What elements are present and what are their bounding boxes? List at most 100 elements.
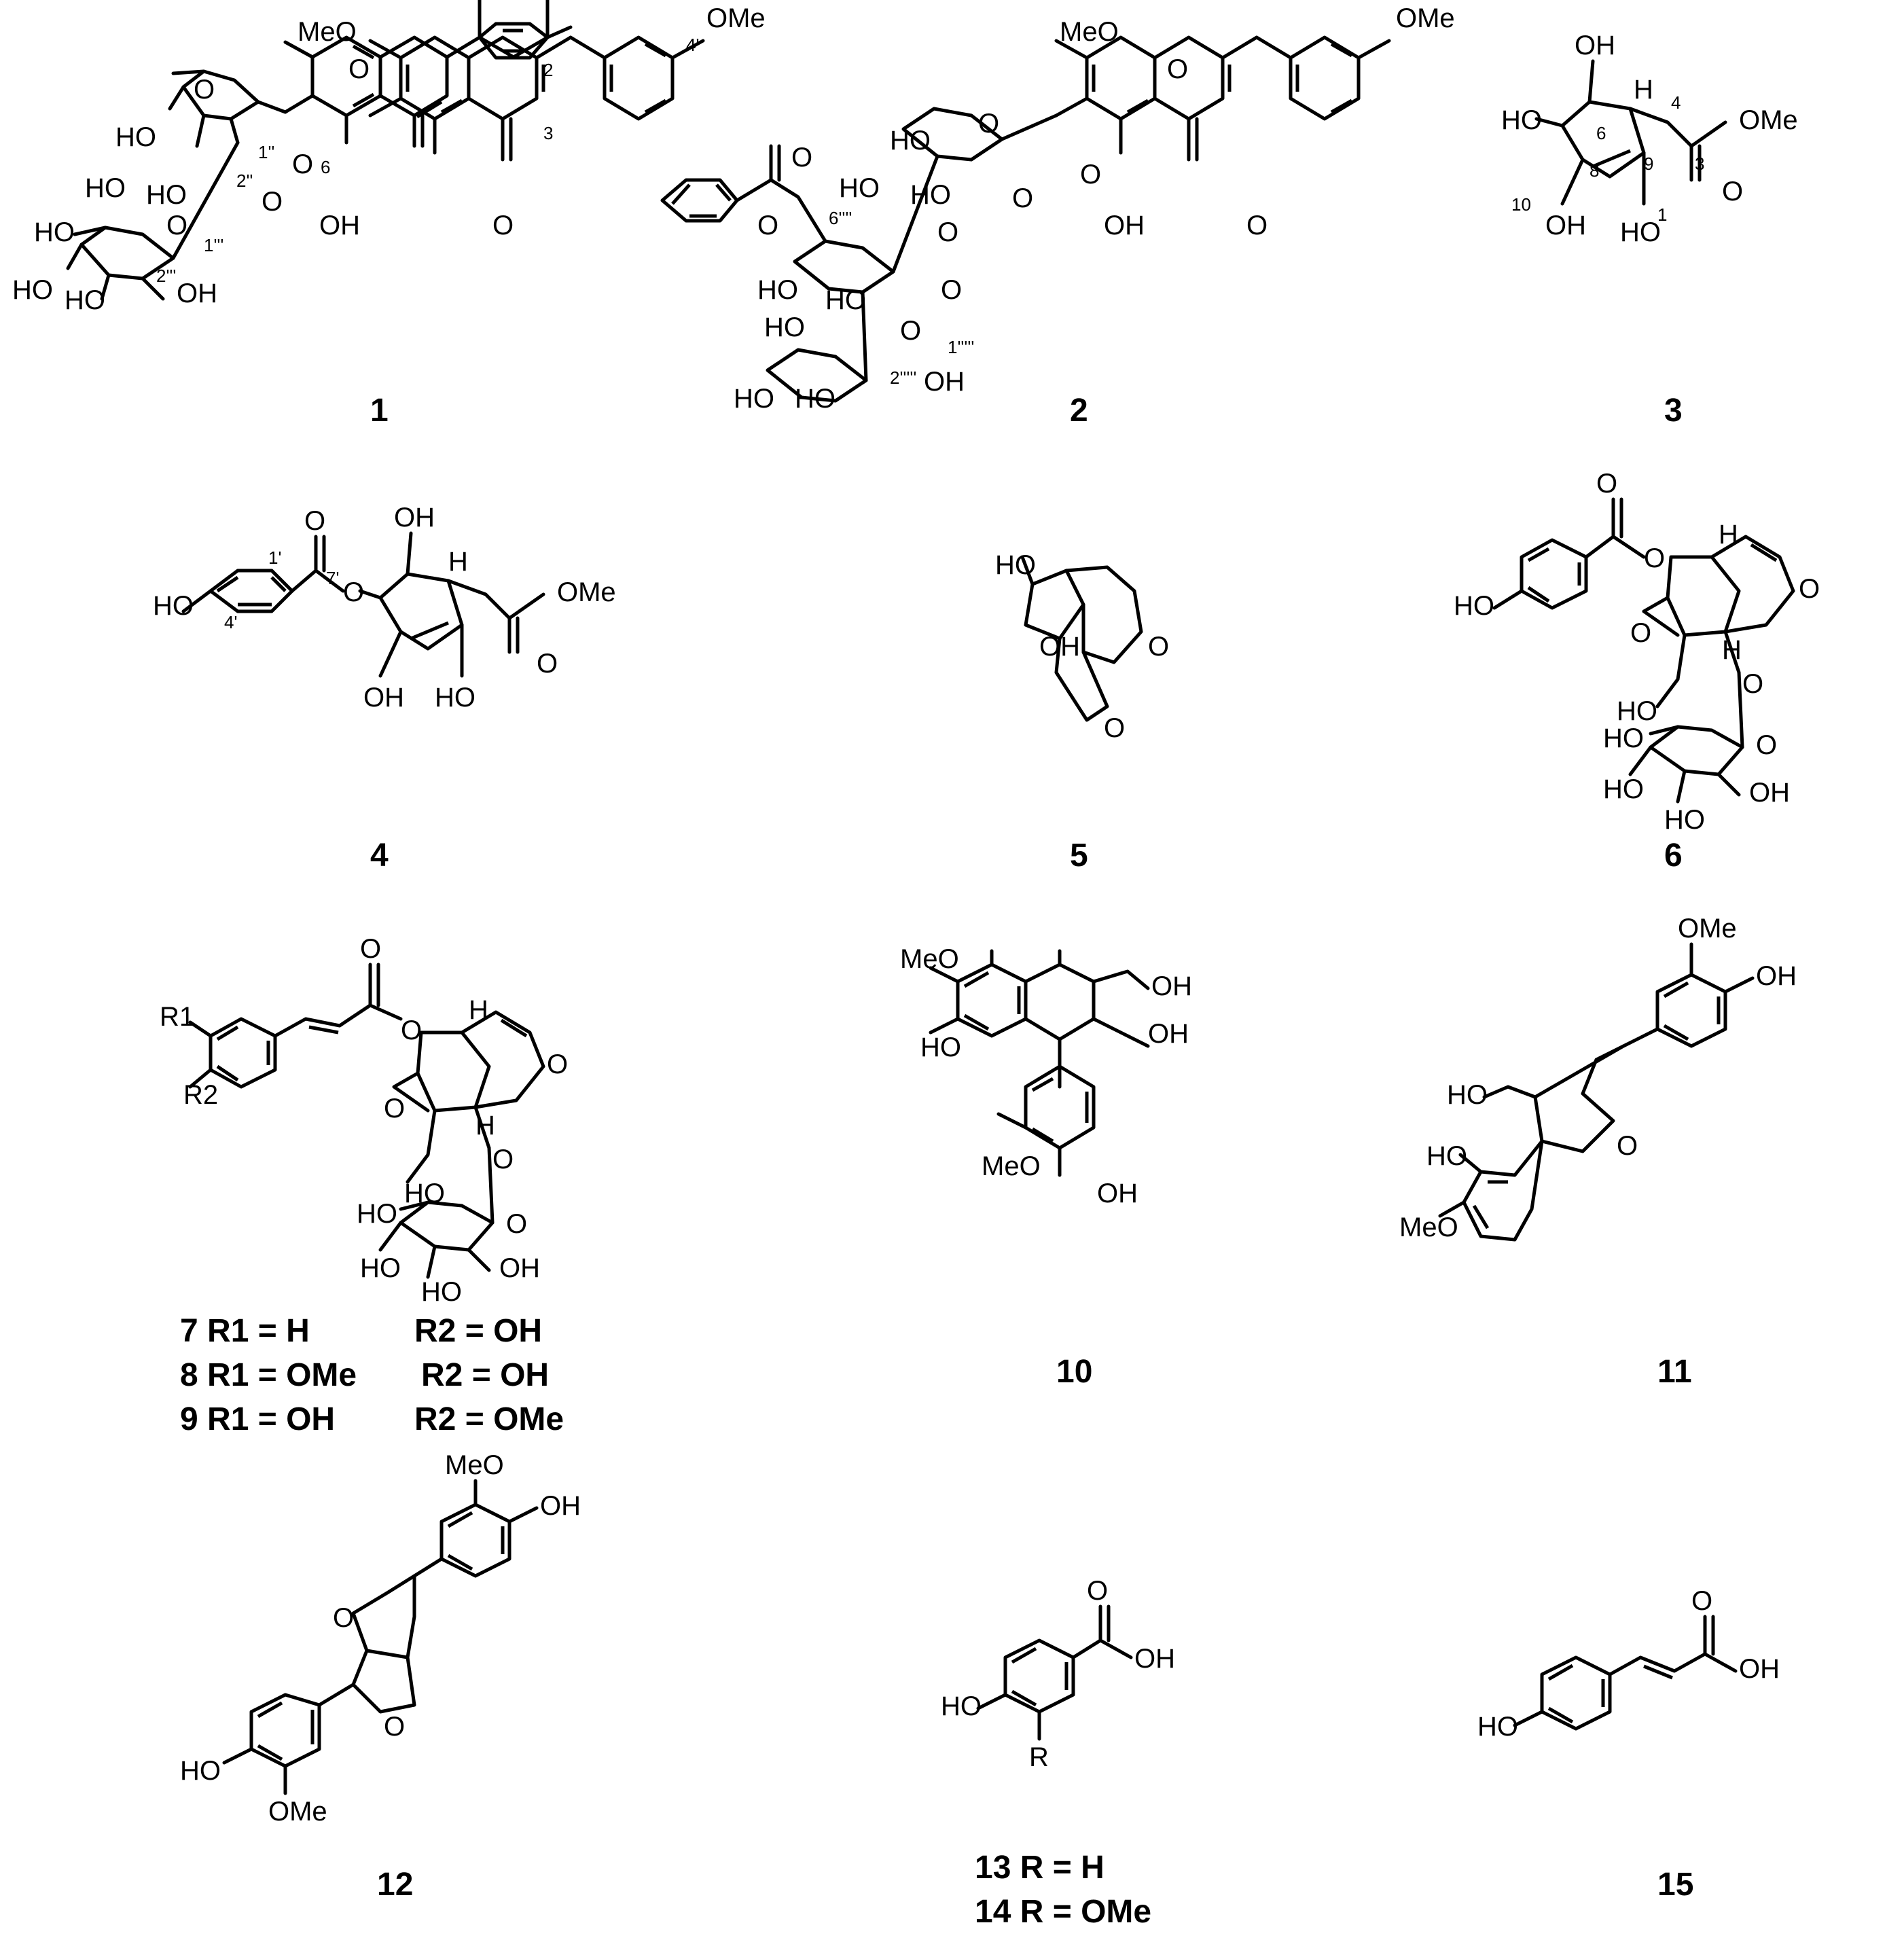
compound-15-ho-label: HO (1477, 1712, 1518, 1742)
compound-7-9-oh-2pp-label: OH (499, 1253, 540, 1283)
compound-5-id: 5 (1070, 838, 1088, 874)
compound-5-structure: HO OH O O (995, 550, 1169, 743)
compound-10-oh-bottom-label: OH (1097, 1179, 1138, 1208)
compound-7-substituents-r1: 7 R1 = H (180, 1313, 310, 1349)
compound-11-oh-label: OH (1756, 961, 1797, 991)
compound-4-num-7p: 7' (326, 568, 339, 588)
compound-4-ome-label: OMe (557, 577, 616, 607)
compound-1-id: 1 (370, 393, 389, 429)
compound-6-h-bottom-label: H (1722, 635, 1742, 665)
compound-7-9-carbonyl-o-label: O (360, 934, 381, 964)
compound-11-structure: OMe OH HO O HO MeO (1399, 914, 1797, 1242)
compound-6-ho-10-label: HO (1617, 696, 1657, 726)
compound-7-9-ester-o-label: O (401, 1016, 422, 1045)
compound-7-9-ho-3pp-label: HO (421, 1277, 462, 1307)
compound-1-ho-4pp-label: HO (85, 173, 126, 203)
compound-6-ho-6pp-label: HO (1603, 723, 1644, 753)
compound-2-glc-c-ring-o-label: O (900, 316, 921, 346)
compound-11-ho-9-label: HO (1447, 1080, 1488, 1110)
compound-3-num-4: 4 (1671, 92, 1681, 113)
compound-3-structure: OH HO H OMe O OH HO 6 4 3 8 9 10 1 (1501, 31, 1798, 247)
compound-2-glc-a-ring-o-label: O (978, 109, 999, 139)
compound-7-9-ho-6pp-label: HO (357, 1199, 397, 1229)
compound-15-id: 15 (1657, 1867, 1693, 1903)
compound-2-glycosidic-o-2-label: O (941, 275, 962, 305)
compound-2-ho-3a-label: HO (910, 180, 951, 210)
compound-7-9-ho-10-label: HO (404, 1179, 445, 1208)
compound-11-ome-label: OMe (1678, 914, 1737, 944)
compound-12-ho-bottom-label: HO (180, 1756, 221, 1786)
compound-2-structure: MeO OMe OH O O O HO HO HO O O O O O HO H… (660, 3, 1455, 414)
compound-2-ether-o-label: O (1080, 160, 1101, 190)
compound-12-id: 12 (377, 1867, 413, 1903)
compound-7-9-structure: R1 R2 O O H O O H HO O O HO HO HO OH (160, 934, 568, 1307)
compound-2-ho-4b-label: HO (757, 275, 798, 305)
compound-1-num-2ppp: 2''' (156, 266, 176, 286)
compound-6-ho-label: HO (1454, 591, 1494, 621)
compound-2-ring-o-label: O (1167, 54, 1188, 84)
compound-14-substituent: 14 R = OMe (975, 1894, 1151, 1930)
compound-2-ho-6a-label: HO (890, 126, 931, 156)
compound-7-9-r1-label: R1 (160, 1002, 194, 1032)
compound-2-num-6pppp: 6'''' (829, 208, 852, 228)
compound-4-carbonyl-o2-label: O (537, 649, 558, 679)
compound-6-ester-o-label: O (1644, 543, 1665, 573)
compound-12-oh-top-label: OH (540, 1491, 581, 1521)
compound-5-ho-label: HO (995, 550, 1036, 580)
compound-1-glc-ring-o-label: O (194, 75, 215, 105)
compound-7-9-h-top-label: H (469, 995, 488, 1025)
compound-12-meo-top-label: MeO (445, 1450, 504, 1480)
compound-1-structure: MeO O OMe OH O O HO HO HO O O HO HO HO O… (12, 0, 766, 315)
compound-2-carbonyl-o-label: O (1246, 211, 1268, 240)
compound-1-ome-4p-label: OMe (706, 3, 766, 33)
compound-4-structure: HO O O OH H OMe O OH HO 1' 7' 4' (153, 503, 616, 713)
compound-9-substituents-r2: R2 = OMe (414, 1401, 564, 1437)
compound-6-id: 6 (1664, 838, 1683, 874)
compound-10-meo-bottom-label: MeO (982, 1151, 1041, 1181)
compound-10-id: 10 (1056, 1354, 1092, 1390)
compound-7-9-h-bottom-label: H (475, 1111, 495, 1140)
compound-3-ho-7-label: HO (1501, 105, 1542, 135)
compound-10-oh-lower-label: OH (1148, 1019, 1189, 1049)
compound-7-9-glycosidic-o-label: O (492, 1145, 514, 1174)
compound-2-id: 2 (1070, 393, 1088, 429)
compound-12-structure: MeO OH O O HO OMe (180, 1450, 581, 1827)
compound-10-structure: MeO HO OH OH MeO OH (900, 944, 1192, 1208)
compound-1-num-1pp: 1'' (258, 142, 274, 162)
compound-15-structure: O OH HO (1477, 1586, 1780, 1742)
compound-6-glycosidic-o-label: O (1742, 669, 1763, 699)
compound-3-id: 3 (1664, 393, 1683, 429)
compound-2-ester-o-label: O (757, 211, 778, 240)
compound-2-ho-3b-label: HO (825, 285, 866, 315)
compound-11-ho-aryl-label: HO (1426, 1141, 1467, 1171)
compound-2-ome-label: OMe (1396, 3, 1455, 33)
compound-6-oh-2pp-label: OH (1749, 778, 1790, 808)
compound-3-oh-6-label: OH (1575, 31, 1615, 60)
compound-3-num-8: 8 (1589, 160, 1599, 181)
compound-3-ho-1-label: HO (1620, 217, 1661, 247)
compound-15-oh-label: OH (1739, 1654, 1780, 1684)
compound-6-ring-o-label: O (1799, 574, 1820, 604)
compound-1-glc2-ring-o-label: O (166, 211, 187, 240)
compound-4-carbonyl-o-label: O (304, 506, 325, 536)
compound-9-substituents-r1: 9 R1 = OH (180, 1401, 335, 1437)
compound-13-14-r-label: R (1029, 1742, 1049, 1772)
compound-6-structure: O O HO H O O H HO O O HO HO HO OH (1454, 469, 1820, 835)
compound-2-oh-label: OH (1104, 211, 1145, 240)
compound-12-ring-o-bottom-label: O (384, 1712, 405, 1742)
compound-6-ho-3pp-label: HO (1664, 805, 1705, 835)
compound-2-ho-6c-label: HO (764, 312, 805, 342)
compound-1-ho-3ppp-label: HO (65, 285, 105, 315)
compound-15-carbonyl-o-label: O (1691, 1586, 1712, 1616)
compound-2-num-1ppppp: 1''''' (948, 337, 974, 357)
compound-1-num-3: 3 (543, 123, 553, 143)
compound-4-h-label: H (448, 547, 468, 577)
compound-13-14-ho-label: HO (941, 1691, 982, 1721)
compound-2-glc-b-ring-o-label: O (937, 217, 958, 247)
compound-5-ring-o-label: O (1148, 632, 1169, 662)
compound-13-14-carbonyl-o-label: O (1087, 1576, 1108, 1606)
compound-4-num-1p: 1' (268, 547, 281, 568)
compound-1-ho-4ppp-label: HO (12, 275, 53, 305)
compound-4-oh-10-label: OH (363, 683, 404, 713)
